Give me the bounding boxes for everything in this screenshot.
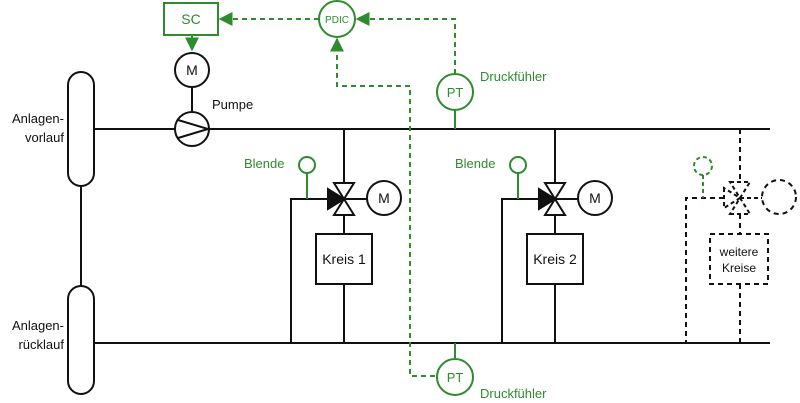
sc-label: SC xyxy=(181,11,200,27)
further-label-line1: weitere xyxy=(719,245,759,259)
pt-top-signal xyxy=(355,12,456,74)
further-valve-left xyxy=(723,186,742,210)
circuit2-bypass xyxy=(501,198,539,343)
further-label-line2: Kreise xyxy=(722,261,756,275)
circuit1-valve-bottom xyxy=(332,197,356,216)
blende1-symbol xyxy=(298,156,316,174)
anlagen-ruecklauf-line1: Anlagen- xyxy=(12,318,64,333)
anlagen-vorlauf-line1: Anlagen- xyxy=(12,111,64,126)
further-valve-bottom xyxy=(728,196,752,215)
pumpe-label: Pumpe xyxy=(212,97,253,112)
pt-bottom-signal xyxy=(330,37,435,377)
pump-symbol xyxy=(174,111,210,147)
circuit2-valve-motor xyxy=(577,180,613,216)
circuit2-valve-top xyxy=(543,182,567,201)
circuit1-box xyxy=(315,233,373,285)
further-box xyxy=(709,233,769,285)
circuit1-motor-label: M xyxy=(378,190,390,206)
circuit1-label: Kreis 1 xyxy=(322,251,366,267)
circuit1-valve-left xyxy=(327,187,346,211)
anlagen-ruecklauf-line2: rücklauf xyxy=(18,337,64,352)
pump-motor-label: M xyxy=(186,62,198,78)
return-manifold xyxy=(67,285,95,395)
pt-top-label: PT xyxy=(447,85,464,100)
circuit1-valve-top xyxy=(332,182,356,201)
further-bypass xyxy=(685,197,724,343)
blende2-label: Blende xyxy=(455,156,495,171)
anlagen-vorlauf-line2: vorlauf xyxy=(25,130,64,145)
further-blende-symbol xyxy=(693,156,713,176)
pt-bottom-symbol xyxy=(436,358,474,396)
further-valve-top xyxy=(728,181,752,200)
circuit2-valve-bottom xyxy=(543,197,567,216)
sc-box xyxy=(163,2,219,36)
pt-bottom-label: PT xyxy=(447,370,464,385)
further-valve-motor xyxy=(761,179,797,215)
circuit1-valve-motor xyxy=(366,180,402,216)
pump-motor xyxy=(174,52,210,88)
blende2-symbol xyxy=(509,156,527,174)
druckfuehler-bottom-label: Druckfühler xyxy=(480,386,547,401)
druckfuehler-top-label: Druckfühler xyxy=(480,69,547,84)
circuit2-motor-label: M xyxy=(589,190,601,206)
blende1-label: Blende xyxy=(244,156,284,171)
pdic-label: PDIC xyxy=(325,15,349,26)
pt-top-symbol xyxy=(436,73,474,111)
circuit2-valve-left xyxy=(538,187,557,211)
circuit1-bypass xyxy=(290,198,328,343)
circuit2-label: Kreis 2 xyxy=(533,251,577,267)
supply-manifold xyxy=(67,71,95,187)
pump-triangle xyxy=(177,119,212,139)
